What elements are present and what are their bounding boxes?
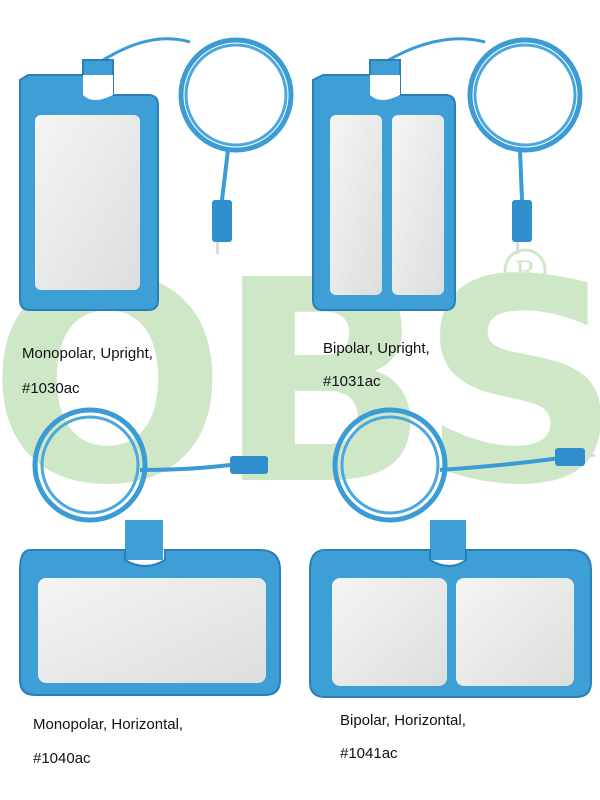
product-code-1031: #1031ac	[323, 373, 381, 390]
pad-bipolar-horizontal	[309, 407, 595, 698]
product-code-1041: #1041ac	[340, 745, 398, 762]
product-code-1040: #1040ac	[33, 750, 91, 767]
registered-mark: R	[514, 255, 536, 288]
product-code-1030: #1030ac	[22, 380, 80, 397]
pad-monopolar-upright	[19, 37, 294, 311]
product-name-1030: Monopolar, Upright,	[22, 345, 153, 362]
product-name-1041: Bipolar, Horizontal,	[340, 712, 466, 729]
pad-bipolar-upright	[312, 37, 583, 311]
product-name-1040: Monopolar, Horizontal,	[33, 716, 184, 733]
product-name-1031: Bipolar, Upright,	[323, 340, 430, 357]
pad-monopolar-horizontal	[19, 407, 281, 696]
